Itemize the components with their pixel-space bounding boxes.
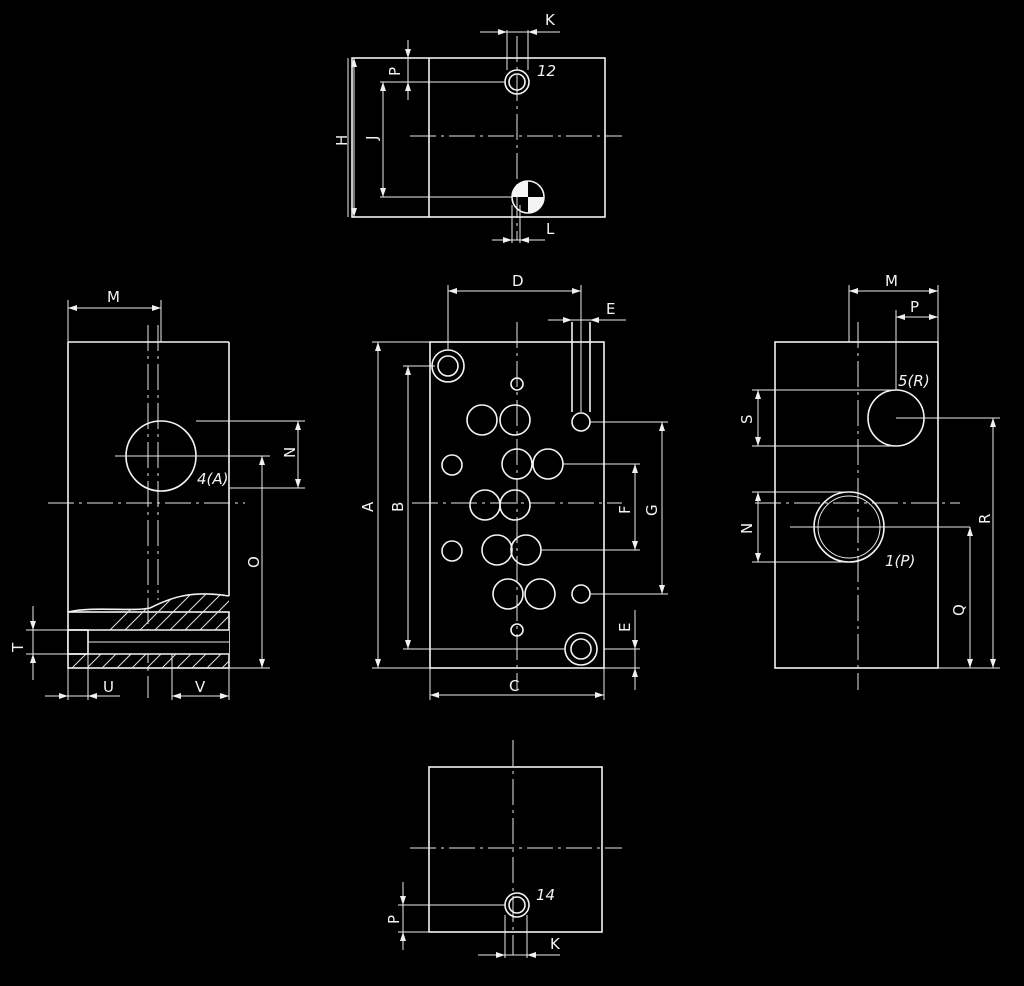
- dim-label-K-bottom: K: [550, 935, 561, 953]
- dim-label-H: H: [333, 135, 351, 146]
- dim-label-M-left: M: [107, 288, 120, 306]
- dim-label-L: L: [546, 220, 555, 238]
- mounting-hole-top-left: [431, 349, 465, 383]
- port-label-14: 14: [536, 886, 555, 904]
- right-view-outline: [774, 341, 939, 669]
- dim-label-S: S: [738, 414, 756, 424]
- front-view: D E A B C F: [359, 272, 668, 700]
- dim-label-U: U: [103, 678, 114, 696]
- port-label-1P: 1(P): [885, 552, 915, 570]
- dim-label-G: G: [643, 504, 661, 516]
- dim-label-B: B: [389, 502, 407, 512]
- top-view: K P J H L 12: [333, 11, 622, 243]
- dim-label-V: V: [195, 678, 206, 696]
- left-view: M N O T U V 4(A): [9, 288, 305, 700]
- dim-label-C: C: [509, 677, 519, 695]
- dim-label-P-top: P: [386, 67, 404, 76]
- center-mark-symbol: [511, 180, 545, 214]
- dim-label-E-bottom: E: [616, 623, 634, 632]
- dim-label-Q: Q: [950, 604, 968, 616]
- dim-label-M-right: M: [885, 272, 898, 290]
- port-label-5R: 5(R): [898, 372, 930, 390]
- port-label-12: 12: [537, 62, 556, 80]
- mounting-hole-bottom-right: [564, 632, 598, 666]
- dim-label-J: J: [363, 136, 381, 141]
- dim-label-T: T: [9, 642, 27, 653]
- port-label-4A: 4(A): [197, 470, 229, 488]
- dim-label-N-right: N: [738, 523, 756, 534]
- dim-label-P-right: P: [910, 298, 919, 316]
- dim-label-F: F: [616, 505, 634, 514]
- dim-label-A: A: [359, 501, 377, 512]
- right-view: M P S N R Q 5(R) 1(P): [738, 272, 1000, 690]
- dim-label-O: O: [245, 556, 263, 568]
- dim-label-P-bottom: P: [385, 915, 403, 924]
- dim-label-N-left: N: [281, 447, 299, 458]
- dim-label-R: R: [976, 514, 994, 524]
- dim-label-D: D: [512, 272, 524, 290]
- dim-label-E-top: E: [606, 300, 615, 318]
- bottom-view: P K 14: [385, 740, 622, 958]
- top-view-outline: [351, 57, 606, 218]
- bottom-view-outline: [428, 766, 603, 933]
- port-12-hole-inner: [508, 73, 526, 91]
- dim-label-K-top: K: [545, 11, 556, 29]
